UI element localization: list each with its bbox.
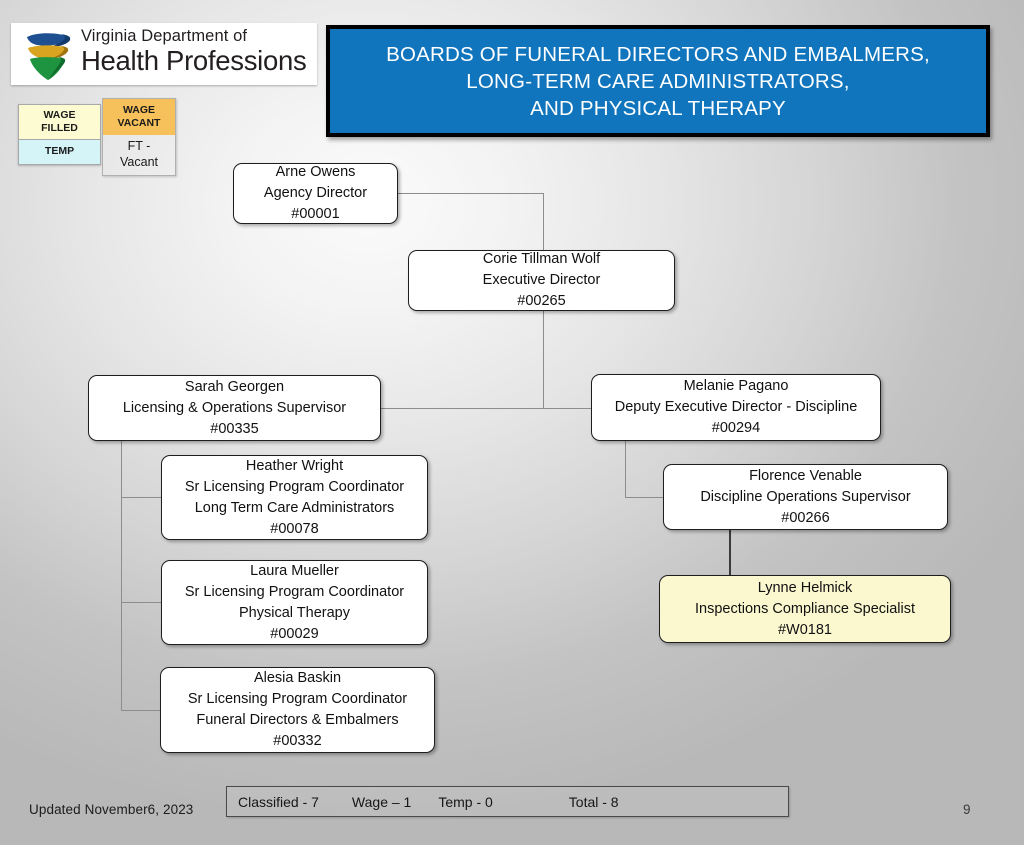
legend-filled-column: WAGE FILLED TEMP bbox=[18, 104, 101, 165]
node-name: Sarah Georgen bbox=[184, 378, 285, 395]
node-title: Sr Licensing Program Coordinator bbox=[184, 583, 405, 600]
node-program: Funeral Directors & Embalmers bbox=[196, 712, 399, 728]
org-node-alesia-baskin[interactable]: Alesia Baskin Sr Licensing Program Coord… bbox=[160, 667, 435, 753]
legend-wage-vacant: WAGE VACANT bbox=[103, 99, 175, 135]
node-position-number: #00078 bbox=[270, 520, 319, 537]
connector-sarah-trunk bbox=[121, 441, 122, 711]
org-node-lynne-helmick[interactable]: Lynne Helmick Inspections Compliance Spe… bbox=[659, 575, 951, 643]
node-name: Corie Tillman Wolf bbox=[482, 251, 601, 267]
node-position-number: #00266 bbox=[781, 509, 830, 526]
node-position-number: #00029 bbox=[270, 625, 319, 642]
legend: WAGE FILLED TEMP WAGE VACANT FT - Vacant bbox=[18, 98, 198, 176]
logo-line-1: Virginia Department of bbox=[81, 27, 248, 45]
node-position-number: #00265 bbox=[517, 293, 566, 309]
node-title: Sr Licensing Program Coordinator bbox=[187, 691, 408, 707]
node-title: Licensing & Operations Supervisor bbox=[122, 399, 347, 416]
org-node-florence-venable[interactable]: Florence Venable Discipline Operations S… bbox=[663, 464, 948, 530]
page-number: 9 bbox=[963, 802, 971, 817]
logo-line-2: Health Professions bbox=[81, 45, 307, 76]
node-position-number: #00294 bbox=[711, 420, 761, 436]
legend-ft-vacant: FT - Vacant bbox=[120, 139, 158, 169]
legend-wage-filled: WAGE FILLED bbox=[19, 105, 100, 139]
node-title: Deputy Executive Director - Discipline bbox=[614, 399, 858, 415]
node-position-number: #00335 bbox=[210, 420, 259, 437]
connector-arne-to-corie-v bbox=[543, 193, 544, 251]
connector-sarah-to-heather bbox=[121, 497, 162, 498]
node-name: Arne Owens bbox=[275, 164, 356, 180]
org-node-melanie-pagano[interactable]: Melanie Pagano Deputy Executive Director… bbox=[591, 374, 881, 441]
node-name: Florence Venable bbox=[749, 467, 862, 484]
logo-wordmark: Virginia Department of Health Profession… bbox=[81, 27, 313, 77]
node-name: Melanie Pagano bbox=[683, 378, 789, 394]
legend-vacant-column: WAGE VACANT FT - Vacant bbox=[102, 98, 176, 176]
summary-classified: Classified - 7 bbox=[238, 793, 319, 810]
node-title: Agency Director bbox=[263, 185, 368, 201]
node-title: Discipline Operations Supervisor bbox=[700, 488, 911, 505]
node-position-number: #W0181 bbox=[777, 621, 832, 638]
summary-total: Total - 8 bbox=[568, 793, 619, 810]
node-title: Sr Licensing Program Coordinator bbox=[184, 478, 405, 495]
node-position-number: #00332 bbox=[273, 733, 322, 749]
updated-date: Updated November6, 2023 bbox=[29, 802, 194, 817]
connector-melanie-to-florence bbox=[625, 497, 664, 498]
node-program: Physical Therapy bbox=[239, 604, 350, 621]
connector-arne-to-corie-h bbox=[398, 193, 544, 194]
node-title: Executive Director bbox=[482, 272, 601, 288]
slide-title-banner: BOARDS OF FUNERAL DIRECTORS AND EMBALMER… bbox=[326, 25, 990, 137]
node-program: Long Term Care Administrators bbox=[194, 499, 395, 516]
org-node-sarah-georgen[interactable]: Sarah Georgen Licensing & Operations Sup… bbox=[88, 375, 381, 441]
agency-logo: Virginia Department of Health Profession… bbox=[11, 23, 317, 85]
summary-wage: Wage – 1 bbox=[351, 793, 412, 810]
connector-sarah-to-alesia bbox=[121, 710, 161, 711]
connector-level2-bar bbox=[381, 408, 593, 409]
vdh-swirl-shield-icon bbox=[27, 33, 71, 80]
position-summary-bar: Classified - 7 Wage – 1 Temp - 0 Total -… bbox=[226, 786, 789, 817]
node-name: Lynne Helmick bbox=[757, 579, 853, 596]
summary-temp: Temp - 0 bbox=[438, 793, 493, 810]
org-node-laura-mueller[interactable]: Laura Mueller Sr Licensing Program Coord… bbox=[161, 560, 428, 645]
legend-temp: TEMP bbox=[19, 139, 100, 164]
node-title: Inspections Compliance Specialist bbox=[694, 600, 916, 617]
node-position-number: #00001 bbox=[291, 206, 340, 222]
connector-florence-to-lynne bbox=[729, 527, 731, 575]
org-node-corie-tillman-wolf[interactable]: Corie Tillman Wolf Executive Director #0… bbox=[408, 250, 675, 311]
node-name: Heather Wright bbox=[245, 457, 344, 474]
org-node-heather-wright[interactable]: Heather Wright Sr Licensing Program Coor… bbox=[161, 455, 428, 540]
org-node-arne-owens[interactable]: Arne Owens Agency Director #00001 bbox=[233, 163, 398, 224]
connector-corie-down bbox=[543, 311, 544, 409]
connector-melanie-trunk bbox=[625, 441, 626, 497]
page-title: BOARDS OF FUNERAL DIRECTORS AND EMBALMER… bbox=[386, 42, 930, 120]
connector-sarah-to-laura bbox=[121, 602, 162, 603]
node-name: Alesia Baskin bbox=[253, 670, 342, 686]
node-name: Laura Mueller bbox=[250, 562, 339, 579]
